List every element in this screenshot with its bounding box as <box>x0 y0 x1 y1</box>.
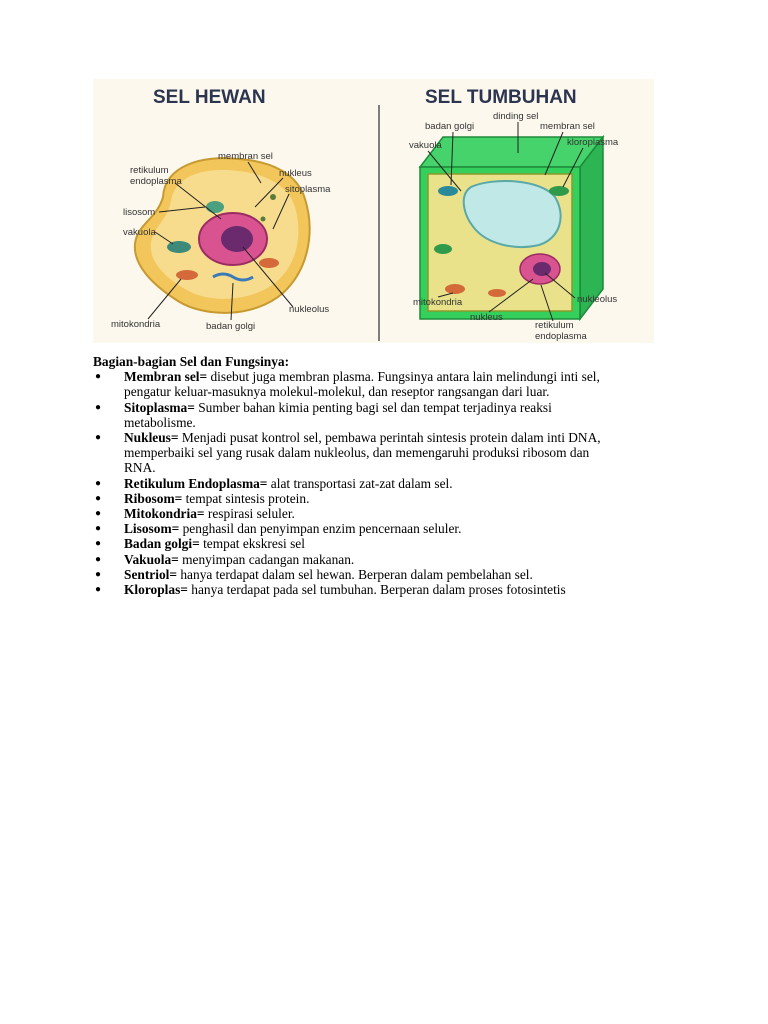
cell-diagram-svg: SEL HEWAN SEL TUMBUHAN membran sel retik… <box>93 79 654 343</box>
list-item-term: Lisosom= <box>124 521 179 536</box>
bullet-icon: ● <box>95 369 101 384</box>
list-item-description: menyimpan cadangan makanan. <box>179 552 355 567</box>
animal-granule <box>270 194 276 200</box>
plant-cell-title: SEL TUMBUHAN <box>425 87 577 108</box>
animal-label-retikulum: retikulum <box>130 165 169 176</box>
bullet-icon: ● <box>95 552 101 567</box>
animal-label-sitoplasma: sitoplasma <box>285 184 331 195</box>
list-item-term: Mitokondria= <box>124 506 205 521</box>
list-item-description: Sumber bahan kimia penting bagi sel dan … <box>195 400 552 415</box>
list-item-description: penghasil dan penyimpan enzim pencernaan… <box>179 521 461 536</box>
list-item-continuation: metabolisme. <box>124 415 196 430</box>
list-item-term: Vakuola= <box>124 552 179 567</box>
list-item: ● Badan golgi= tempat ekskresi sel <box>93 536 693 551</box>
plant-mitochondria <box>445 284 465 294</box>
list-item-term: Retikulum Endoplasma= <box>124 476 267 491</box>
list-item-description: disebut juga membran plasma. Fungsinya a… <box>207 369 600 384</box>
bullet-icon: ● <box>95 400 101 415</box>
list-item-term: Badan golgi= <box>124 536 200 551</box>
cell-diagram-figure: SEL HEWAN SEL TUMBUHAN membran sel retik… <box>93 79 654 343</box>
bullet-icon: ● <box>95 430 101 445</box>
animal-label-nukleolus: nukleolus <box>289 304 329 315</box>
list-item: ● Mitokondria= respirasi seluler. <box>93 506 693 521</box>
list-item-term: Sentriol= <box>124 567 177 582</box>
animal-label-membran-sel: membran sel <box>218 151 273 162</box>
list-item: ● Kloroplas= hanya terdapat pada sel tumb… <box>93 582 693 597</box>
list-item: ● Sitoplasma= Sumber bahan kimia penting … <box>93 400 693 430</box>
list-item-description: Menjadi pusat kontrol sel, pembawa perin… <box>179 430 601 445</box>
animal-lysosome <box>206 201 224 213</box>
animal-label-vakuola: vakuola <box>123 227 156 238</box>
list-item: ● Membran sel= disebut juga membran plasm… <box>93 369 693 399</box>
plant-cell-illustration <box>420 137 603 319</box>
section-heading: Bagian-bagian Sel dan Fungsinya: <box>93 354 693 369</box>
plant-label-nukleus: nukleus <box>470 312 503 323</box>
animal-cell-title: SEL HEWAN <box>153 87 266 108</box>
animal-label-badan-golgi: badan golgi <box>206 321 255 332</box>
plant-chloroplast-2 <box>434 244 452 254</box>
plant-label-dinding-sel: dinding sel <box>493 111 538 122</box>
bullet-icon: ● <box>95 506 101 521</box>
bullet-icon: ● <box>95 476 101 491</box>
list-item-description: hanya terdapat dalam sel hewan. Berperan… <box>177 567 533 582</box>
list-item-continuation: RNA. <box>124 460 156 475</box>
animal-granule-2 <box>261 217 266 222</box>
animal-mitochondria-2 <box>259 258 279 268</box>
list-item-continuation: memperbaiki sel yang rusak dalam nukleol… <box>124 445 589 460</box>
animal-label-endoplasma: endoplasma <box>130 176 182 187</box>
list-item: ● Ribosom= tempat sintesis protein. <box>93 491 693 506</box>
text-content: Bagian-bagian Sel dan Fungsinya: ● Membra… <box>93 354 693 597</box>
plant-cell-side <box>580 137 603 319</box>
animal-label-mitokondria: mitokondria <box>111 319 161 330</box>
plant-label-kloroplasma: kloroplasma <box>567 137 619 148</box>
list-item-term: Ribosom= <box>124 491 182 506</box>
animal-label-lisosom: lisosom <box>123 207 155 218</box>
list-item-description: hanya terdapat pada sel tumbuhan. Berper… <box>188 582 566 597</box>
plant-label-mitokondria: mitokondria <box>413 297 463 308</box>
list-item-description: alat transportasi zat-zat dalam sel. <box>267 476 452 491</box>
bullet-icon: ● <box>95 521 101 536</box>
plant-nucleolus <box>533 262 551 276</box>
plant-label-endoplasma: endoplasma <box>535 331 587 342</box>
list-item: ● Lisosom= penghasil dan penyimpan enzim … <box>93 521 693 536</box>
list-item-description: respirasi seluler. <box>205 506 295 521</box>
list-item-term: Kloroplas= <box>124 582 188 597</box>
plant-label-badan-golgi: badan golgi <box>425 121 474 132</box>
plant-chloroplast <box>549 186 569 196</box>
bullet-icon: ● <box>95 491 101 506</box>
list-item-term: Membran sel= <box>124 369 207 384</box>
bullet-icon: ● <box>95 536 101 551</box>
plant-golgi <box>438 186 458 196</box>
bullet-icon: ● <box>95 582 101 597</box>
animal-nucleolus <box>221 226 253 252</box>
list-item: ● Sentriol= hanya terdapat dalam sel hewa… <box>93 567 693 582</box>
plant-label-membran-sel: membran sel <box>540 121 595 132</box>
list-item: ● Nukleus= Menjadi pusat kontrol sel, pem… <box>93 430 693 476</box>
list-item-term: Nukleus= <box>124 430 179 445</box>
list-item-description: tempat ekskresi sel <box>200 536 305 551</box>
plant-label-nukleolus: nukleolus <box>577 294 617 305</box>
plant-label-retikulum: retikulum <box>535 320 574 331</box>
plant-label-vakuola: vakuola <box>409 140 442 151</box>
animal-label-nukleus: nukleus <box>279 168 312 179</box>
list-item-term: Sitoplasma= <box>124 400 195 415</box>
list-item: ● Vakuola= menyimpan cadangan makanan. <box>93 552 693 567</box>
animal-mitochondria <box>176 270 198 280</box>
bullet-icon: ● <box>95 567 101 582</box>
organelle-list: ● Membran sel= disebut juga membran plasm… <box>93 369 693 597</box>
plant-mitochondria-2 <box>488 289 506 297</box>
list-item-description: tempat sintesis protein. <box>182 491 309 506</box>
list-item-continuation: pengatur keluar-masuknya molekul-molekul… <box>124 384 550 399</box>
list-item: ● Retikulum Endoplasma= alat transportasi… <box>93 476 693 491</box>
